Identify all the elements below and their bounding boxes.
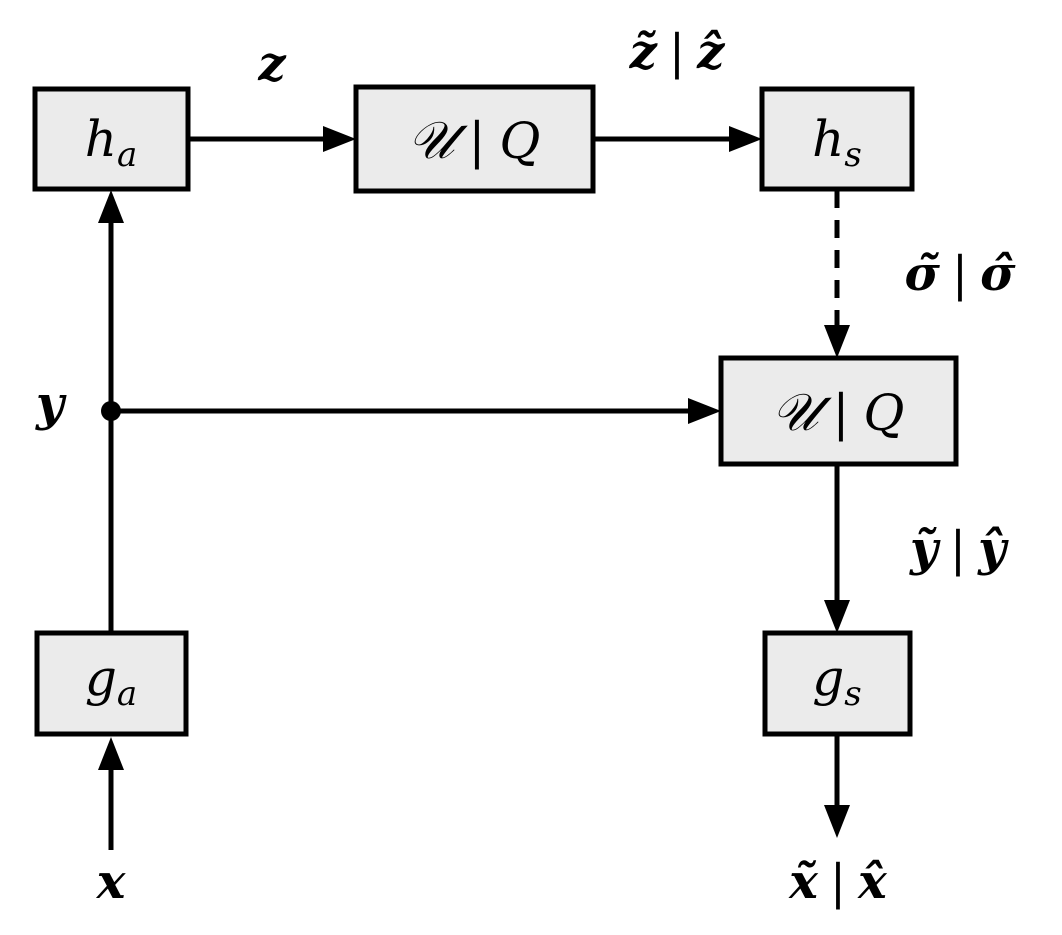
hs-symbol: h [812, 110, 844, 168]
svg-text:𝒰|Q: 𝒰|Q [408, 111, 541, 171]
label-sigma-quant: σ̂ [980, 246, 1016, 302]
ha-subscript: a [117, 135, 137, 175]
box-gs: gs [762, 630, 913, 737]
label-x-pair: x̃|x̂ [788, 854, 888, 910]
ga-subscript: a [117, 674, 137, 714]
arrowhead-gs-in [824, 600, 850, 633]
q2-separator: | [832, 384, 849, 442]
label-y: y [35, 376, 67, 432]
gs-subscript: s [844, 674, 861, 714]
label-y-noisy: ỹ [909, 521, 941, 577]
ha-symbol: h [85, 110, 117, 168]
q2-quant-symbol: Q [863, 384, 904, 442]
label-y-separator: | [950, 521, 966, 577]
arrowhead-q2-in-top [824, 325, 850, 358]
label-sigma-separator: | [952, 246, 968, 302]
arrowhead-q1-in [323, 126, 356, 152]
svg-text:ga: ga [85, 649, 137, 714]
arrowhead-hs-in [729, 126, 762, 152]
svg-text:hs: hs [812, 110, 862, 175]
hs-subscript: s [844, 135, 861, 175]
label-z-noisy: z̃ [629, 24, 659, 80]
box-quantizer-bottom: 𝒰|Q [718, 355, 959, 467]
label-y-quant: ŷ [977, 521, 1009, 577]
label-z: z [257, 36, 287, 92]
svg-text:gs: gs [812, 649, 861, 714]
box-quantizer-top: 𝒰|Q [353, 84, 596, 194]
svg-text:ha: ha [85, 110, 137, 175]
label-x: x [96, 854, 127, 910]
box-ha: ha [32, 86, 191, 192]
box-ga: ga [34, 630, 189, 737]
arrowhead-ga-in [98, 737, 124, 770]
arrowhead-q2-in-left [688, 398, 721, 424]
svg-text:𝒰|Q: 𝒰|Q [772, 383, 905, 443]
gs-symbol: g [812, 649, 844, 707]
label-y-pair: ỹ|ŷ [909, 521, 1009, 577]
label-x-noisy: x̃ [788, 854, 819, 910]
box-hs: hs [759, 86, 915, 192]
label-sigma-noisy: σ̃ [905, 246, 941, 302]
label-z-pair: z̃|ẑ [629, 24, 726, 80]
label-sigma-pair: σ̃|σ̂ [905, 246, 1017, 302]
ga-symbol: g [85, 649, 117, 707]
arrowhead-output [824, 805, 850, 838]
q1-separator: | [468, 112, 485, 170]
label-x-quant: x̂ [857, 854, 888, 910]
label-x-separator: | [830, 854, 846, 910]
label-z-quant: ẑ [696, 24, 726, 80]
label-z-separator: | [669, 24, 685, 80]
q1-quant-symbol: Q [499, 112, 540, 170]
arrowhead-ha-in [98, 190, 124, 223]
